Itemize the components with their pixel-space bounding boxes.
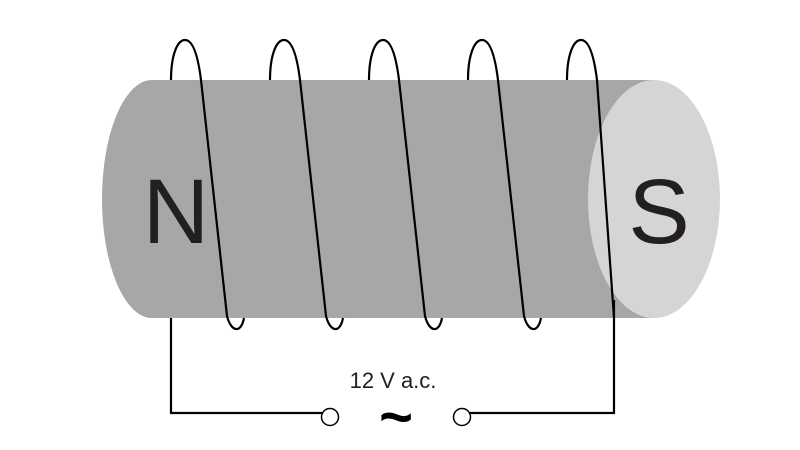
- supply-voltage-label: 12 V a.c.: [350, 368, 437, 393]
- coil-turn: [367, 38, 444, 331]
- coil-winding: [169, 38, 616, 331]
- coil-turn: [169, 38, 246, 331]
- coil-turn: [565, 38, 616, 319]
- ac-symbol: ~: [379, 385, 413, 450]
- coil-turn: [268, 38, 345, 331]
- south-pole-label: S: [628, 161, 689, 263]
- right-lead-wire: [470, 300, 616, 415]
- right-terminal: [452, 407, 472, 427]
- coil-turn: [466, 38, 543, 331]
- left-terminal: [320, 407, 340, 427]
- left-lead-wire: [169, 318, 322, 415]
- core-end-face: [588, 80, 720, 318]
- north-pole-label: N: [143, 161, 209, 263]
